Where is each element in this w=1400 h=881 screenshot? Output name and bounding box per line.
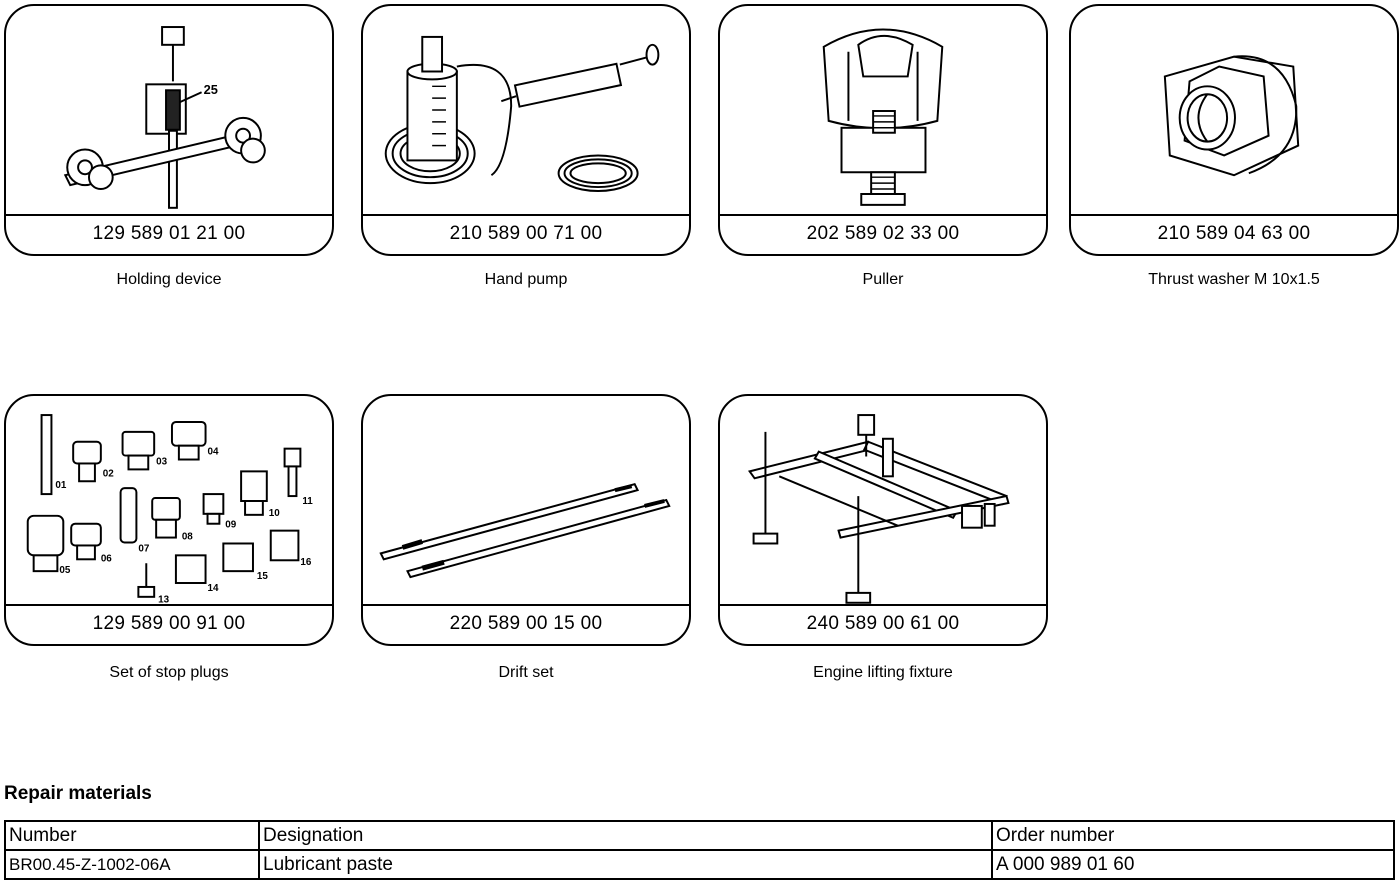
cell-order-number: A 000 989 01 60 [991, 849, 1395, 880]
holding-device-callout: 25 [204, 82, 218, 97]
cell-number: BR00.45-Z-1002-06A [4, 849, 260, 880]
hand-pump-illustration [363, 6, 689, 217]
plug-label: 15 [257, 571, 268, 582]
cell-designation: Lubricant paste [258, 849, 993, 880]
plug-label: 14 [208, 583, 219, 594]
tool-name-puller: Puller [862, 271, 904, 288]
plug-label: 04 [208, 447, 219, 458]
table-row: BR00.45-Z-1002-06A Lubricant paste A 000… [4, 849, 1395, 880]
thrust-washer-illustration [1071, 6, 1397, 217]
tool-card-puller: 202 589 02 33 00 [718, 4, 1048, 256]
tool-part-number: 129 589 01 21 00 [6, 214, 332, 254]
tool-card-thrust-washer: 210 589 04 63 00 [1069, 4, 1399, 256]
plug-label: 09 [225, 520, 236, 531]
drift-set-illustration [363, 396, 689, 607]
plug-label: 06 [101, 553, 112, 564]
tool-card-engine-lifting-fixture: 240 589 00 61 00 [718, 394, 1048, 646]
tool-name-thrust-washer: Thrust washer M 10x1.5 [1148, 271, 1320, 288]
plug-label: 13 [158, 595, 169, 606]
tool-name-hand-pump: Hand pump [484, 271, 568, 288]
plug-label: 16 [300, 557, 311, 568]
stop-plugs-illustration: 01 02 03 04 05 06 07 08 09 10 11 13 14 1… [6, 396, 332, 607]
tool-part-number: 129 589 00 91 00 [6, 604, 332, 644]
plug-label: 01 [55, 480, 66, 491]
engine-lifting-fixture-illustration [720, 396, 1046, 607]
plug-label: 10 [269, 508, 280, 519]
repair-materials-table: Number Designation Order number BR00.45-… [4, 820, 1395, 880]
tool-name-engine-lifting-fixture: Engine lifting fixture [813, 664, 953, 681]
plug-label: 11 [302, 496, 313, 507]
tool-card-holding-device: 25 129 589 01 21 00 [4, 4, 334, 256]
column-header-designation: Designation [258, 820, 993, 851]
repair-materials-title: Repair materials [4, 783, 152, 804]
tool-part-number: 240 589 00 61 00 [720, 604, 1046, 644]
plug-label: 03 [156, 456, 167, 467]
plug-label: 02 [103, 468, 114, 479]
tool-part-number: 210 589 00 71 00 [363, 214, 689, 254]
plug-label: 05 [59, 565, 70, 576]
column-header-order-number: Order number [991, 820, 1395, 851]
holding-device-illustration: 25 [6, 6, 332, 217]
tool-card-hand-pump: 210 589 00 71 00 [361, 4, 691, 256]
column-header-number: Number [4, 820, 260, 851]
tool-name-stop-plugs: Set of stop plugs [109, 664, 229, 681]
puller-illustration [720, 6, 1046, 217]
plug-label: 08 [182, 532, 193, 543]
tool-card-drift-set: 220 589 00 15 00 [361, 394, 691, 646]
tool-part-number: 202 589 02 33 00 [720, 214, 1046, 254]
tool-part-number: 210 589 04 63 00 [1071, 214, 1397, 254]
plug-label: 07 [138, 543, 149, 554]
table-header-row: Number Designation Order number [4, 820, 1395, 851]
tool-name-holding-device: Holding device [116, 271, 222, 288]
tool-card-stop-plugs: 01 02 03 04 05 06 07 08 09 10 11 13 14 1… [4, 394, 334, 646]
tool-name-drift-set: Drift set [498, 664, 554, 681]
tool-part-number: 220 589 00 15 00 [363, 604, 689, 644]
